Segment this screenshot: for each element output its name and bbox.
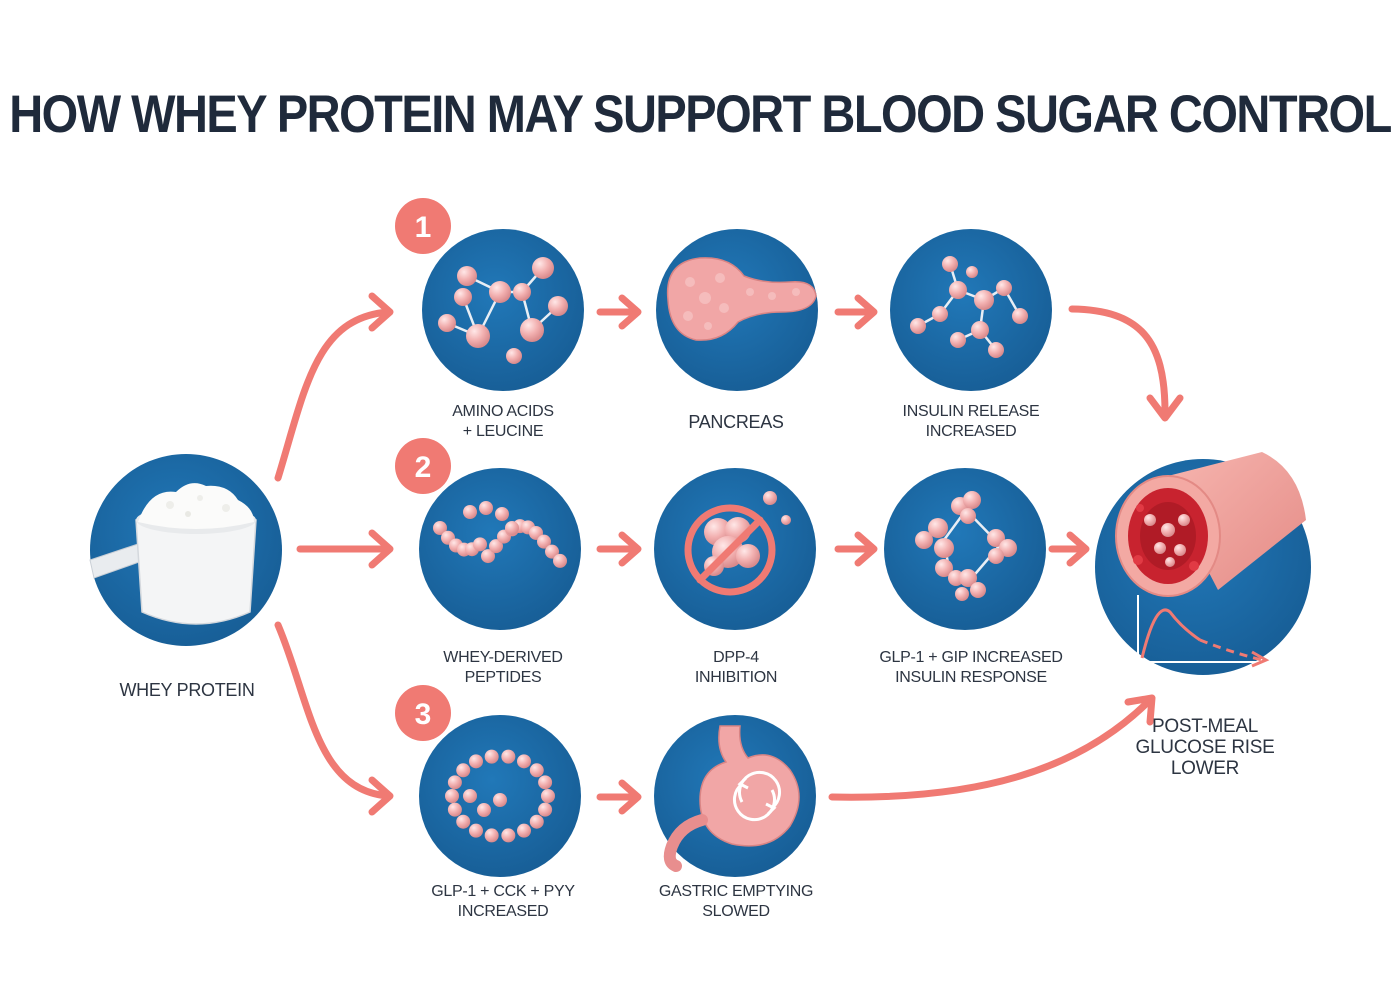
arrow-head-amino-to-pancreas	[618, 294, 642, 330]
node-dpp4-inhibition	[654, 468, 816, 630]
label-dpp4: DPP-4 INHIBITION	[694, 649, 778, 686]
peptide-bead	[501, 828, 516, 843]
node-whey-peptides	[419, 468, 581, 630]
node-pancreas	[656, 229, 818, 391]
peptide-bead	[477, 803, 491, 817]
peptide-bead	[484, 828, 499, 843]
peptide-bead	[529, 814, 544, 829]
peptide-bead	[545, 544, 559, 559]
arrow-head-glpgip-to-glucose	[1066, 531, 1090, 567]
step-badges	[395, 198, 451, 741]
node-whey-protein	[89, 454, 282, 646]
peptide-bead	[517, 754, 531, 769]
peptide-bead	[538, 775, 553, 790]
peptide-bead	[473, 537, 487, 552]
page-title: HOW WHEY PROTEIN MAY SUPPORT BLOOD SUGAR…	[9, 83, 1392, 144]
label-glp1-cck-pyy: GLP-1 + CCK + PYY INCREASED	[431, 883, 575, 920]
step-badge-1	[395, 198, 451, 254]
arrow-head-whey-to-peptides	[368, 529, 394, 569]
arrow-head-dpp4-to-glpgip	[854, 531, 878, 567]
arrow-head-gastric-to-glucose	[1124, 694, 1156, 726]
arrow-whey-to-amino	[274, 308, 392, 482]
arrow-gastric-to-glucose	[828, 696, 1154, 801]
peptide-bead	[456, 814, 471, 829]
peptide-bead	[469, 823, 483, 838]
arrow-head-peptides-to-dpp4	[618, 531, 642, 567]
peptide-bead	[495, 507, 509, 521]
peptide-bead	[463, 505, 477, 519]
step-badge-2	[395, 438, 451, 494]
peptide-bead	[553, 553, 567, 568]
step-number-1: 1	[415, 211, 432, 244]
arrow-head-insulin-to-glucose	[1146, 394, 1184, 422]
peptide-bead	[493, 793, 507, 807]
step-number-3: 3	[415, 698, 432, 731]
peptide-bead	[479, 501, 493, 515]
label-glucose: POST-MEAL GLUCOSE RISE LOWER	[1135, 716, 1275, 779]
arrow-head-whey-to-glpcck	[368, 776, 394, 816]
step-badge-3	[395, 685, 451, 741]
peptide-bead	[447, 775, 462, 790]
arrow-head-whey-to-amino	[368, 292, 394, 332]
node-insulin-release	[890, 229, 1052, 391]
peptide-bead	[484, 749, 499, 764]
peptide-bead	[505, 521, 519, 535]
arrow-insulin-to-glucose	[1068, 305, 1169, 416]
peptide-bead	[447, 802, 462, 817]
arrow-head-glpcck-to-gastric	[618, 779, 642, 815]
label-pancreas: PANCREAS	[688, 412, 784, 432]
label-insulin-release: INSULIN RELEASE INCREASED	[902, 403, 1040, 440]
node-glucose-vessel	[1095, 452, 1311, 675]
peptide-bead	[541, 789, 555, 803]
peptide-bead	[463, 789, 477, 803]
label-whey-peptides: WHEY-DERIVED PEPTIDES	[443, 649, 563, 686]
label-glp1-gip: GLP-1 + GIP INCREASED INSULIN RESPONSE	[879, 649, 1063, 686]
label-amino-acids: AMINO ACIDS + LEUCINE	[452, 403, 554, 440]
peptide-bead	[481, 549, 495, 564]
label-whey-protein: WHEY PROTEIN	[119, 680, 255, 700]
arrow-head-pancreas-to-insulin	[854, 294, 878, 330]
peptide-bead	[529, 763, 544, 778]
peptide-bead	[433, 521, 447, 535]
arrows	[274, 292, 1184, 816]
arrow-whey-to-glpcck	[274, 621, 392, 800]
node-amino-acids	[422, 229, 584, 391]
peptide-bead	[489, 539, 503, 554]
label-gastric-emptying: GASTRIC EMPTYING SLOWED	[658, 883, 814, 920]
peptide-bead	[517, 823, 531, 838]
badge-numbers: 1 2 3	[415, 211, 432, 731]
node-glp1-cck-pyy	[419, 715, 581, 877]
peptide-bead	[469, 754, 483, 769]
node-gastric-emptying	[654, 715, 816, 877]
peptide-bead	[456, 763, 471, 778]
node-glp1-gip	[884, 468, 1046, 630]
peptide-bead	[537, 534, 551, 549]
step-number-2: 2	[415, 451, 432, 484]
peptide-bead	[501, 749, 516, 764]
peptide-bead	[445, 789, 459, 803]
peptide-bead	[538, 802, 553, 817]
